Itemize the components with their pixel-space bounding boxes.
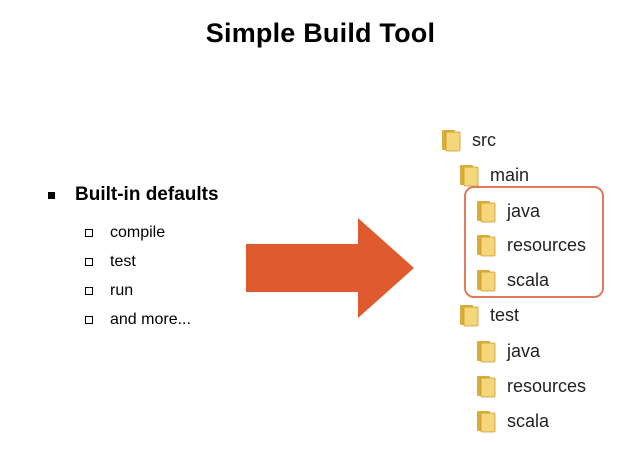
main-folder-highlight — [464, 186, 604, 298]
tree-node-src[interactable]: src — [440, 126, 496, 154]
sub-item: run — [85, 276, 219, 305]
folder-icon — [477, 376, 496, 398]
sub-bullet-icon — [85, 228, 93, 237]
tree-node-main-scala[interactable]: scala — [475, 266, 549, 294]
sub-item: compile — [85, 218, 219, 247]
folder-icon — [477, 270, 496, 292]
folder-icon — [477, 235, 496, 257]
tree-node-main-java[interactable]: java — [475, 197, 540, 225]
folder-icon — [460, 305, 479, 327]
tree-node-label: test — [490, 304, 520, 325]
tree-node-label: resources — [507, 234, 587, 255]
sub-bullet-icon — [85, 257, 93, 266]
folder-icon — [477, 201, 496, 223]
tree-node-label: scala — [507, 410, 550, 431]
tree-node-label: main — [490, 164, 530, 185]
sub-item-label: and more... — [110, 310, 191, 328]
tree-node-test[interactable]: test — [458, 301, 519, 329]
sub-item: test — [85, 247, 219, 276]
tree-node-test-resources[interactable]: resources — [475, 372, 586, 400]
bullet-main-label: Built-in defaults — [75, 184, 219, 205]
tree-node-main[interactable]: main — [458, 161, 529, 189]
folder-icon — [477, 341, 496, 363]
sub-item: and more... — [85, 305, 219, 334]
sub-bullet-icon — [85, 286, 93, 295]
tree-node-label: resources — [507, 375, 587, 396]
sub-bullet-icon — [85, 315, 93, 324]
tree-node-test-java[interactable]: java — [475, 337, 540, 365]
bullet-square-icon — [48, 191, 55, 199]
tree-node-label: scala — [507, 269, 550, 290]
sub-item-label: compile — [110, 223, 166, 241]
bullet-list: Built-in defaults compile test run and m… — [48, 184, 219, 334]
folder-icon — [442, 130, 461, 152]
folder-icon — [477, 411, 496, 433]
tree-node-label: java — [507, 340, 541, 361]
tree-node-label: java — [507, 200, 541, 221]
sub-item-label: test — [110, 252, 136, 270]
tree-node-label: src — [472, 129, 496, 150]
sub-item-label: run — [110, 281, 134, 299]
right-arrow-icon — [246, 218, 414, 318]
slide-title: Simple Build Tool — [205, 18, 436, 48]
tree-node-main-resources[interactable]: resources — [475, 231, 586, 259]
folder-icon — [460, 165, 479, 187]
bullet-main: Built-in defaults — [48, 184, 219, 206]
sub-list: compile test run and more... — [85, 218, 219, 334]
tree-node-test-scala[interactable]: scala — [475, 407, 549, 435]
